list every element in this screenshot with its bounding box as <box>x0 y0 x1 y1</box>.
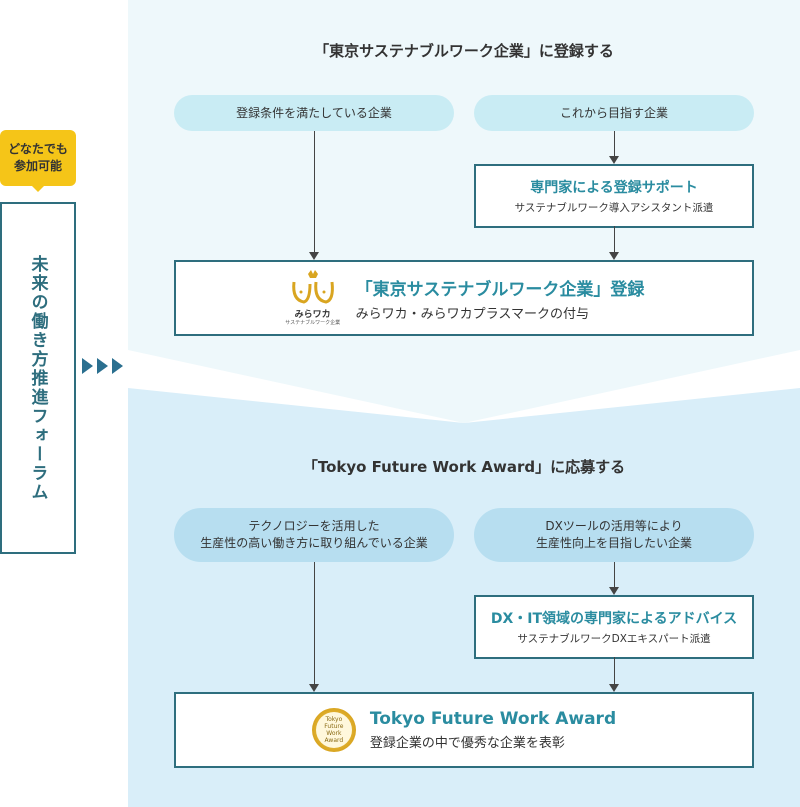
section2-title: 「Tokyo Future Work Award」に応募する <box>302 458 626 476</box>
arrow-right-icon <box>97 358 108 374</box>
section2-support-title: DX・IT領域の専門家によるアドバイス <box>490 611 738 627</box>
section2-pill-dx: DXツールの活用等により 生産性向上を目指したい企業 <box>474 508 754 562</box>
section1-result-box: みらワカ サステナブルワーク企業 「東京サステナブルワーク企業」登録 みらワカ・… <box>174 260 754 336</box>
section2-result-title: Tokyo Future Work Award <box>369 709 617 729</box>
forum-label: 未来の働き方推進フォーラム <box>27 254 48 502</box>
badge-pointer <box>31 185 45 192</box>
crown-logo-icon <box>291 270 334 304</box>
connector-line <box>314 562 315 684</box>
participation-badge: どなたでも 参加可能 <box>0 130 76 186</box>
connector-line <box>614 657 615 684</box>
section1-result-title: 「東京サステナブルワーク企業」登録 <box>355 279 645 300</box>
arrow-down-icon <box>609 684 619 692</box>
award-seal-icon: Tokyo Future Work Award <box>311 708 356 752</box>
arrow-down-icon <box>309 684 319 692</box>
flow-arrows <box>82 358 123 374</box>
logo-caption: サステナブルワーク企業 <box>285 320 341 326</box>
logo-text: みらワカ <box>294 310 331 320</box>
section2-pill-tech: テクノロジーを活用した 生産性の高い働き方に取り組んでいる企業 <box>174 508 454 562</box>
connector-line <box>614 226 615 252</box>
arrow-down-icon <box>609 252 619 260</box>
connector-line <box>614 131 615 156</box>
section1-support-title: 専門家による登録サポート <box>530 180 698 196</box>
connector-line <box>314 131 315 252</box>
arrow-down-icon <box>609 587 619 595</box>
mirawaka-logo: みらワカ サステナブルワーク企業 <box>284 270 342 326</box>
award-seal-text: Tokyo Future Work Award <box>315 712 352 748</box>
arrow-right-icon <box>82 358 93 374</box>
arrow-right-icon <box>112 358 123 374</box>
section1-pill-qualified: 登録条件を満たしている企業 <box>174 95 454 131</box>
connector-line <box>614 562 615 587</box>
section2-support-box: DX・IT領域の専門家によるアドバイス サステナブルワークDXエキスパート派遣 <box>474 595 754 659</box>
section2-result-subtitle: 登録企業の中で優秀な企業を表彰 <box>369 736 565 751</box>
arrow-down-icon <box>309 252 319 260</box>
section2-support-subtitle: サステナブルワークDXエキスパート派遣 <box>517 633 711 645</box>
section1-pill-aspiring: これから目指す企業 <box>474 95 754 131</box>
section2-result-text: Tokyo Future Work Award 登録企業の中で優秀な企業を表彰 <box>370 709 616 751</box>
arrow-down-icon <box>609 156 619 164</box>
section2-result-box: Tokyo Future Work Award Tokyo Future Wor… <box>174 692 754 768</box>
section1-support-box: 専門家による登録サポート サステナブルワーク導入アシスタント派遣 <box>474 164 754 228</box>
section1-result-subtitle: みらワカ・みらワカプラスマークの付与 <box>355 306 590 322</box>
section1-result-text: 「東京サステナブルワーク企業」登録 みらワカ・みらワカプラスマークの付与 <box>356 275 645 322</box>
forum-box: 未来の働き方推進フォーラム <box>0 202 76 554</box>
section1-support-subtitle: サステナブルワーク導入アシスタント派遣 <box>514 202 714 214</box>
section1-title: 「東京サステナブルワーク企業」に登録する <box>314 42 614 60</box>
